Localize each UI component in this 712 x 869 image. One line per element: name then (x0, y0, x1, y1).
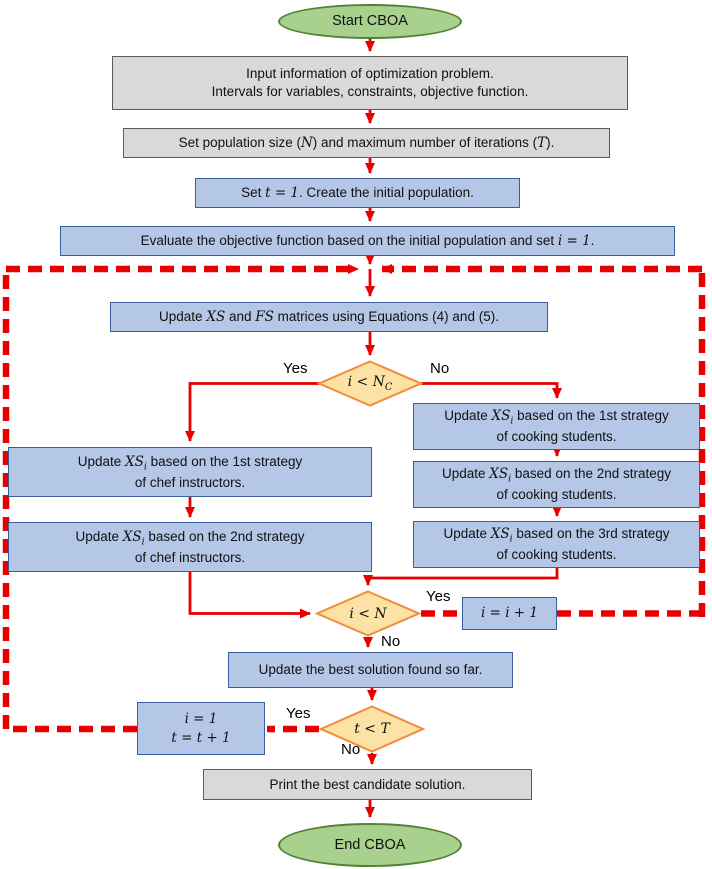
chef-or-student-decision: i < NC (317, 360, 423, 407)
iteration-loop-decision: t < T (319, 705, 425, 753)
create-initial-population-label: Set t = 1. Create the initial population… (241, 184, 474, 201)
dec2-no-label: No (381, 633, 401, 650)
decision-diamond-shape (319, 705, 425, 753)
input-info-label: Input information of optimization proble… (211, 66, 529, 99)
edge-cook3-dec2 (363, 568, 559, 586)
iteration-loop-decision-label: t < T (354, 721, 390, 738)
input-info-box: Input information of optimization proble… (112, 56, 628, 110)
evaluate-objective-label: Evaluate the objective function based on… (140, 232, 595, 249)
start-terminator: Start CBOA (278, 4, 462, 39)
end-terminator: End CBOA (278, 823, 462, 867)
print-solution-label: Print the best candidate solution. (269, 776, 466, 792)
update-best-solution-label: Update the best solution found so far. (258, 662, 483, 678)
set-population-label: Set population size (N) and maximum numb… (178, 134, 555, 151)
increment-i-label: i = i + 1 (480, 605, 538, 622)
dec3-no-label: No (341, 741, 361, 758)
dec1-yes-label: Yes (283, 360, 308, 377)
evaluate-objective-box: Evaluate the objective function based on… (60, 226, 675, 256)
dec1-no-label: No (430, 360, 450, 377)
edge-chef2-dec2 (188, 572, 311, 619)
population-loop-decision-label: i < N (349, 605, 387, 622)
edge-dec1-no-cook1 (421, 382, 562, 399)
start-label: Start CBOA (332, 13, 408, 30)
create-initial-population-box: Set t = 1. Create the initial population… (195, 178, 520, 208)
increment-i-box: i = i + 1 (462, 597, 557, 630)
print-solution-box: Print the best candidate solution. (203, 769, 532, 800)
population-loop-decision: i < N (315, 590, 421, 637)
chef-or-student-decision-label: i < NC (347, 374, 393, 394)
set-population-box: Set population size (N) and maximum numb… (123, 128, 610, 158)
decision-diamond-shape (317, 360, 423, 407)
end-label: End CBOA (334, 836, 406, 853)
update-matrices-box: Update XS and FS matrices using Equation… (110, 302, 548, 332)
edge-dec1-yes-chef1 (185, 382, 319, 442)
dec2-yes-label: Yes (426, 588, 451, 605)
decision-diamond-shape (315, 590, 421, 637)
update-best-solution-box: Update the best solution found so far. (228, 652, 513, 688)
update-matrices-label: Update XS and FS matrices using Equation… (159, 308, 499, 325)
dec3-yes-label: Yes (286, 705, 311, 722)
